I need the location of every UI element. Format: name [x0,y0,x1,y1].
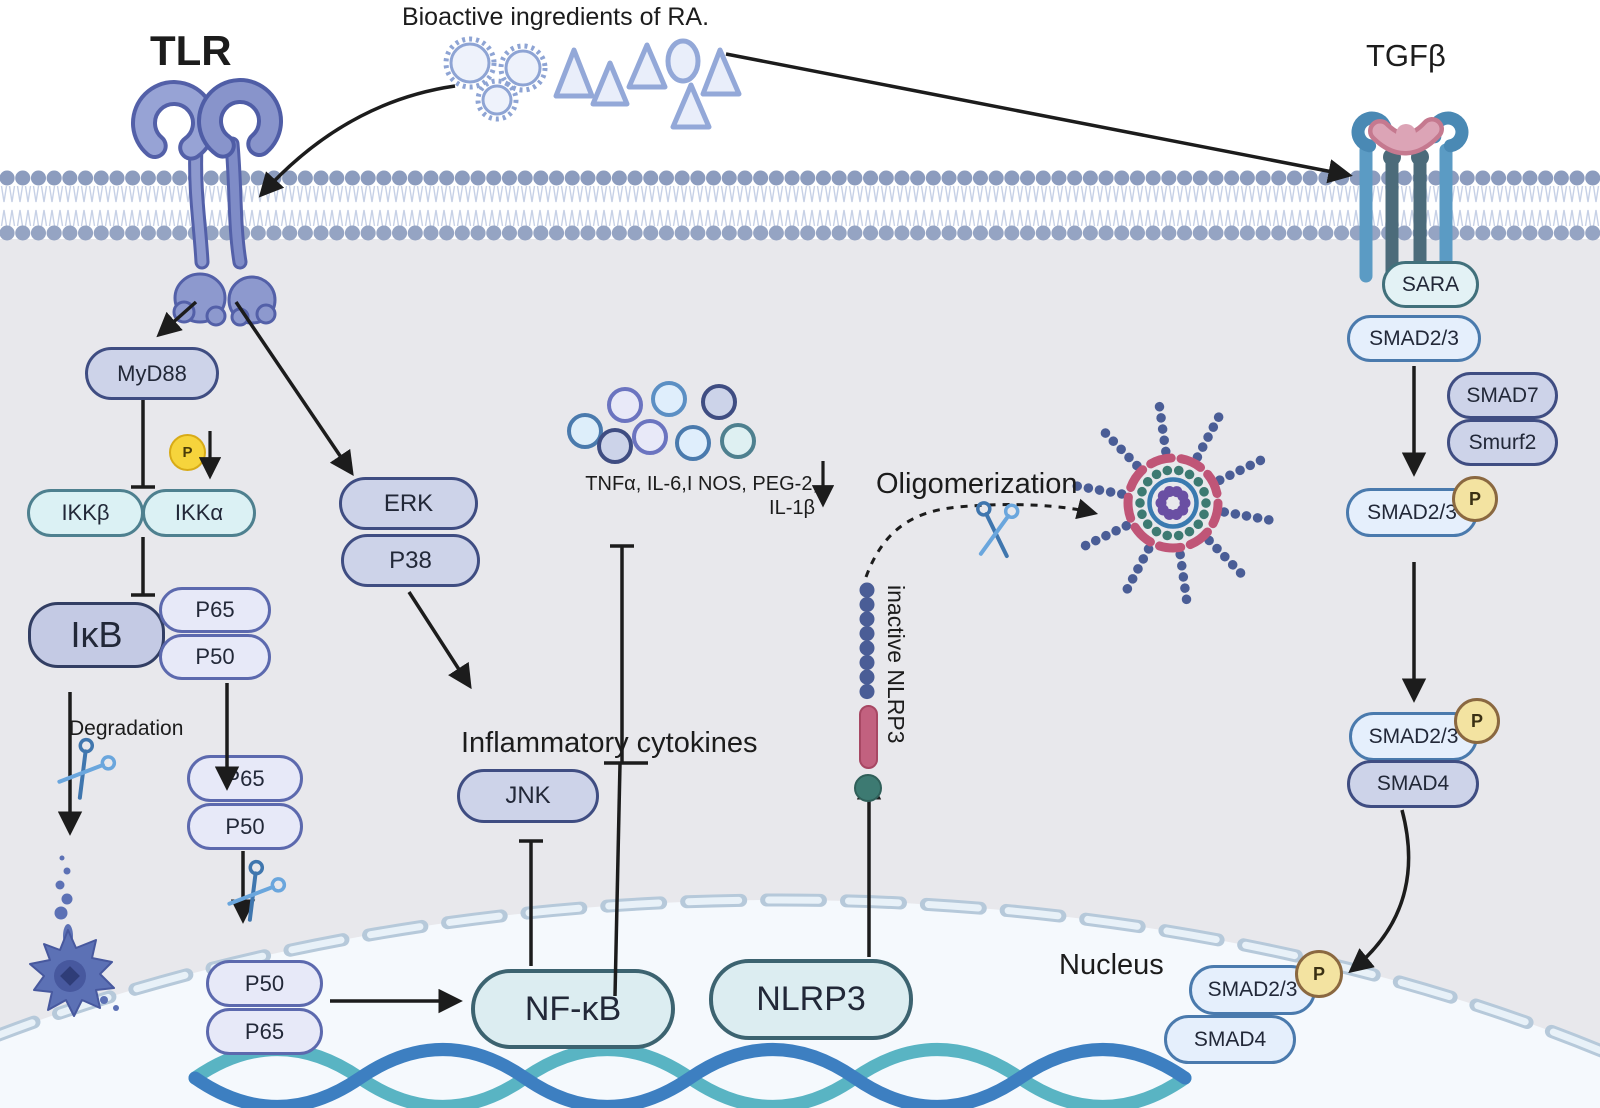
node-ikkb: IKKβ [27,489,144,537]
node-p50-1: P50 [159,634,271,680]
arrow-tlr-to-myd88 [156,300,198,338]
node-sara: SARA [1382,261,1479,308]
phospho-badge-2: P [1454,698,1500,744]
tbar-myd88-ikk [131,400,155,489]
node-erk: ERK [339,477,478,530]
node-p38: P38 [341,534,480,587]
node-smad23-1: SMAD2/3 [1347,315,1481,362]
node-p65-3: P65 [206,1008,323,1055]
phospho-badge-3: P [1295,950,1343,998]
nucleus-label: Nucleus [1059,949,1164,981]
node-ikka: IKKα [142,489,256,537]
degradation-label: Degradation [69,717,184,740]
dna-helix [188,1043,1192,1108]
node-smurf2: Smurf2 [1447,419,1558,466]
cytokine-list-line1: TNFα, IL-6,I NOS, PEG-2, [585,473,818,495]
node-myd88: MyD88 [85,347,219,400]
scissors-icon-p50 [221,857,289,927]
cytokine-cluster [567,381,756,464]
node-smad7: SMAD7 [1447,372,1558,419]
arrow-smad-into-nucleus [1348,809,1411,974]
tgfb-label: TGFβ [1366,38,1446,73]
inflammatory-cytokines-label: Inflammatory cytokines [461,727,758,759]
arrow-ra-to-tgfb [725,52,1353,184]
oligomerization-label: Oligomerization [876,468,1078,500]
arrow-oligomerization-dashed [864,498,1099,578]
triangle-particle-icon [553,38,742,130]
scissors-icon-oligomerization [971,500,1021,559]
node-nfkb: NF-κB [471,969,675,1049]
arrow-tlr-to-erk [234,301,354,477]
phospho-badge-1: P [1452,476,1498,522]
arrow-ra-to-tlr [258,84,456,198]
cytokine-list-line2: IL-1β [769,497,815,519]
node-smad4-2: SMAD4 [1164,1015,1296,1064]
inactive-nlrp3-label: inactive NLRP3 [883,585,909,744]
line-cytokines-nfkb [613,763,622,997]
node-smad4-1: SMAD4 [1347,760,1479,808]
tlr-receptor [131,78,283,327]
inflammasome-wheel [1071,401,1275,605]
ra-particles [443,36,742,130]
virus-particle-icon [443,36,548,122]
node-p65-1: P65 [159,587,271,633]
node-ikb: IκB [28,602,165,668]
node-p50-2: P50 [187,803,303,850]
scissors-icon-degradation [51,735,119,805]
node-jnk: JNK [457,769,599,823]
pathway-arrows [57,52,1427,1014]
phospho-badge-myd88: P [169,434,206,471]
diagram-title: Bioactive ingredients of RA. [401,3,710,31]
inactive-nlrp3-structure [854,582,882,802]
node-nlrp3: NLRP3 [709,959,913,1040]
tbar-jnk-nfkb [519,839,543,966]
tbar-ikk-ikb [131,537,155,597]
node-p65-2: P65 [187,755,303,802]
tgfb-receptor [1351,111,1469,283]
degraded-protein-splat [29,855,119,1017]
arrow-p38-down [407,591,472,690]
node-p50-3: P50 [206,960,323,1007]
tlr-label: TLR [150,27,232,74]
plasma-membrane [0,170,1600,241]
